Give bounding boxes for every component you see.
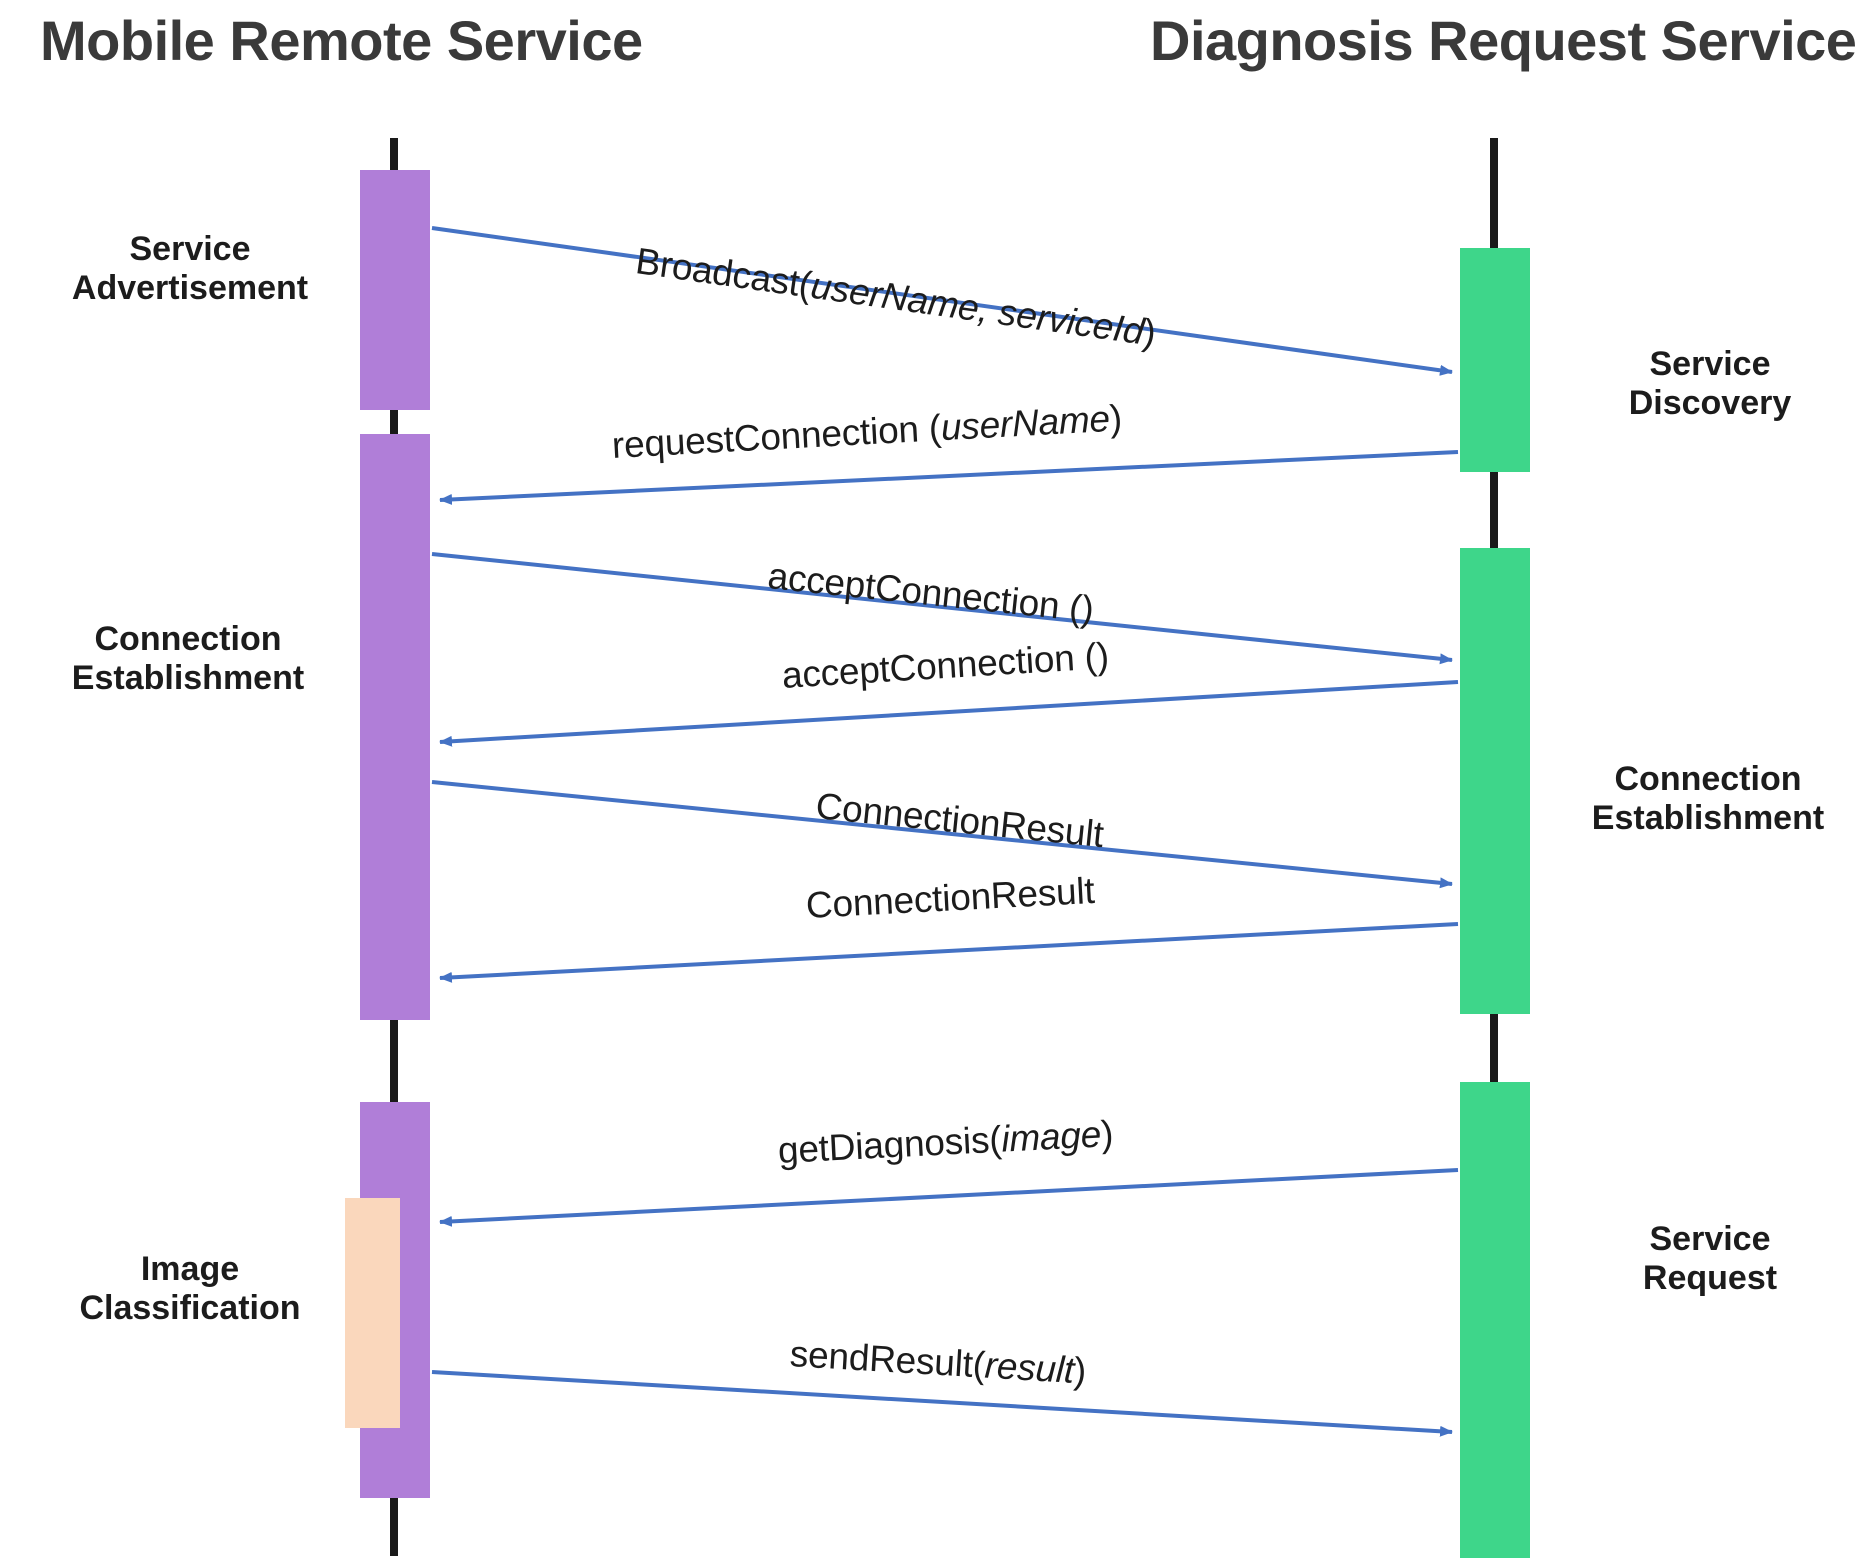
activation-right-service-request — [1460, 1082, 1530, 1558]
message-arrow-connectionresult-out — [431, 780, 1453, 889]
phase-label-service-advertisement: Service Advertisement — [71, 230, 309, 308]
activation-left-connection-establishment — [360, 434, 430, 1020]
message-arrow-requestconnection — [439, 450, 1459, 505]
activation-right-connection-establishment — [1460, 548, 1530, 1014]
message-arrow-getdiagnosis — [439, 1168, 1459, 1227]
phase-label-image-classification: Image Classification — [79, 1250, 301, 1328]
message-arrow-acceptconnection-in — [439, 680, 1459, 747]
message-arrow-sendresult — [431, 1370, 1453, 1437]
lifeline-title-diagnosis-request-service: Diagnosis Request Service — [1150, 9, 1857, 72]
activation-left-service-advertisement — [360, 170, 430, 410]
activation-right-service-discovery — [1460, 248, 1530, 472]
message-arrow-connectionresult-in — [439, 922, 1459, 983]
phase-label-connection-establishment-right: Connection Establishment — [1591, 760, 1825, 838]
message-arrow-acceptconnection-out — [431, 552, 1453, 665]
lifeline-title-mobile-remote-service: Mobile Remote Service — [40, 9, 643, 72]
phase-label-service-discovery: Service Discovery — [1628, 345, 1792, 423]
activation-left-nested-processing — [345, 1198, 400, 1428]
phase-label-service-request: Service Request — [1642, 1220, 1778, 1298]
message-arrow-broadcast — [431, 226, 1453, 376]
phase-label-connection-establishment: Connection Establishment — [71, 620, 305, 698]
